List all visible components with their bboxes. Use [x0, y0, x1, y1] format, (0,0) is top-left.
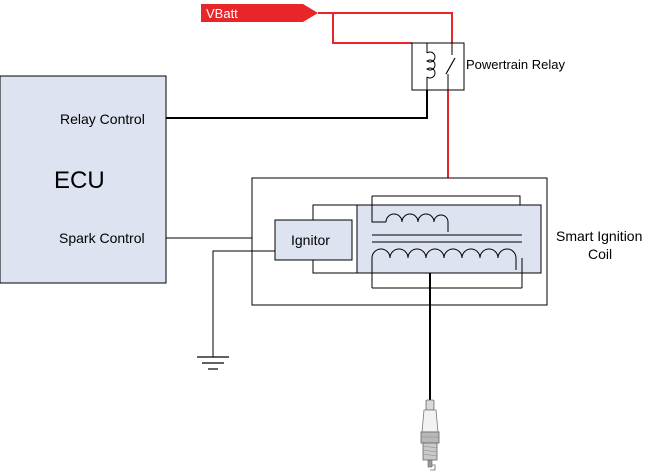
ecu-box — [0, 75, 167, 284]
ignitor-label: Ignitor — [291, 232, 330, 248]
vbatt-label: VBatt — [206, 6, 238, 21]
powertrain-relay: Powertrain Relay — [411, 42, 565, 91]
vbatt-flag — [201, 4, 318, 22]
ground-wire — [212, 250, 275, 357]
relay-switch-contact-icon — [445, 57, 456, 75]
primary-winding-icon — [385, 213, 449, 223]
coil-inner-box — [356, 204, 542, 274]
power-wire-to-relay — [318, 12, 412, 44]
vbatt-connector: VBatt — [201, 4, 318, 22]
smart-ignition-coil: Ignitor Smart Ignition Coil — [251, 177, 642, 306]
ignitor-box — [274, 219, 353, 261]
ecu-module: ECU Relay Control Spark Control — [0, 75, 167, 284]
secondary-winding-icon — [371, 248, 517, 259]
ecu-title: ECU — [54, 167, 105, 194]
primary-winding-lead-top — [372, 195, 521, 205]
relay-control-wire — [166, 90, 428, 119]
spark-plug-icon — [420, 399, 440, 471]
power-wire-to-relay-switch — [333, 12, 453, 43]
ground-symbol-icon — [197, 356, 229, 370]
relay-box — [411, 42, 465, 91]
primary-winding-lead-left — [371, 196, 386, 223]
relay-control-label: Relay Control — [60, 111, 145, 127]
relay-label: Powertrain Relay — [466, 57, 565, 72]
coil-label-line1: Smart Ignition — [556, 228, 642, 244]
coil-label-line2: Coil — [588, 246, 612, 262]
spark-control-label: Spark Control — [59, 230, 145, 246]
relay-coil-icon — [426, 51, 436, 79]
